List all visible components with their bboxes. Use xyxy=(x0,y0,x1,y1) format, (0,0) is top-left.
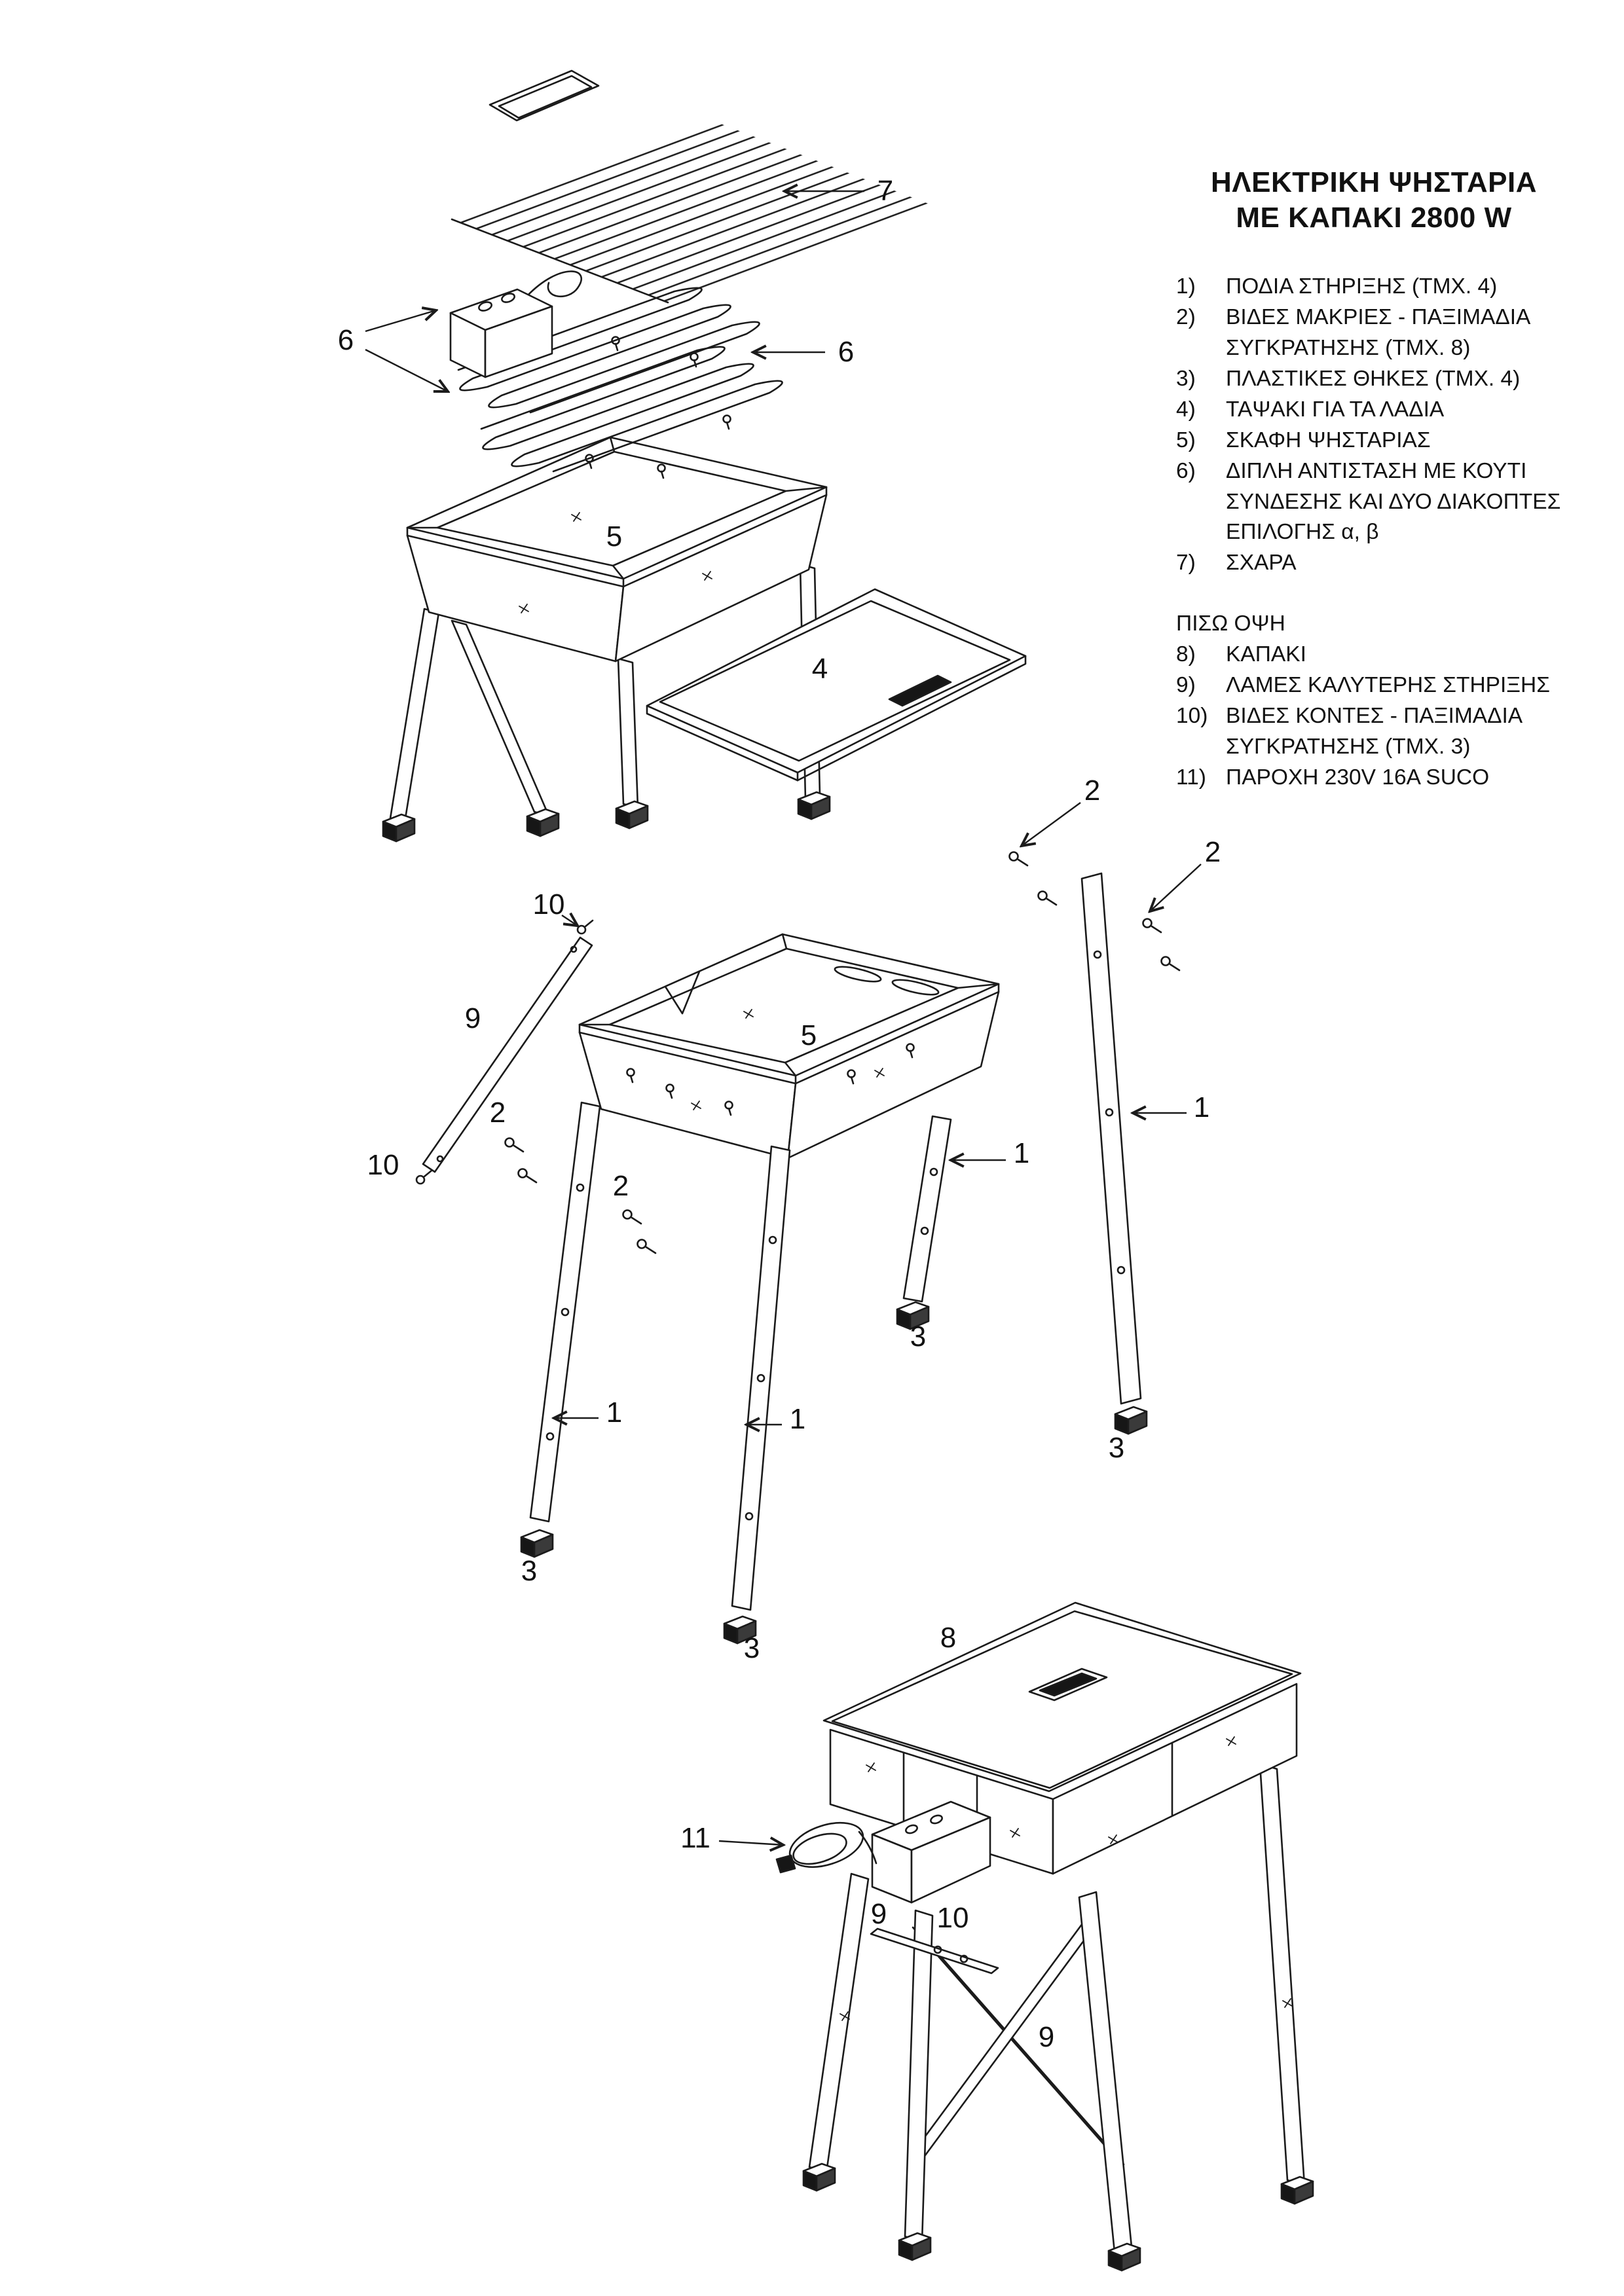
parts-list-item: 9) ΛΑΜΕΣ ΚΑΛΥΤΕΡΗΣ ΣΤΗΡΙΞΗΣ xyxy=(1176,670,1572,701)
part-name: ΒΙΔΕΣ ΚΟΝΤΕΣ - ΠΑΞΙΜΑΔΙΑ ΣΥΓΚΡΑΤΗΣΗΣ (ΤΜ… xyxy=(1226,703,1522,759)
parts-list-item: 1) ΠΟΔΙΑ ΣΤΗΡΙΞΗΣ (ΤΜΧ. 4) xyxy=(1176,272,1572,302)
part-number: 5) xyxy=(1176,428,1196,452)
selector-knob-a xyxy=(478,301,492,312)
parts-list-item: 3) ΠΛΑΣΤΙΚΕΣ ΘΗΚΕΣ (ΤΜΧ. 4) xyxy=(1176,364,1572,395)
part-number: 6) xyxy=(1176,458,1196,483)
page-title: ΗΛΕΚΤΡΙΚΗ ΨΗΣΤΑΡΙΑ ΜΕ ΚΑΠΑΚΙ 2800 W xyxy=(1176,165,1572,235)
part-name: ΔΙΠΛΗ ΑΝΤΙΣΤΑΣΗ ΜΕ ΚΟΥΤΙ ΣΥΝΔΕΣΗΣ ΚΑΙ ΔΥ… xyxy=(1226,458,1561,545)
page-title-line1: ΗΛΕΚΤΡΙΚΗ ΨΗΣΤΑΡΙΑ xyxy=(1211,166,1537,198)
parts-list-back: 8) ΚΑΠΑΚΙ 9) ΛΑΜΕΣ ΚΑΛΥΤΕΡΗΣ ΣΤΗΡΙΞΗΣ 10… xyxy=(1176,640,1572,793)
part-name: ΛΑΜΕΣ ΚΑΛΥΤΕΡΗΣ ΣΤΗΡΙΞΗΣ xyxy=(1226,673,1550,698)
part-name: ΒΙΔΕΣ ΜΑΚΡΙΕΣ - ΠΑΞΙΜΑΔΙΑ ΣΥΓΚΡΑΤΗΣΗΣ (Τ… xyxy=(1226,305,1530,361)
support-strip-back xyxy=(870,1927,999,1975)
diagram-back-view xyxy=(775,1601,1314,2272)
part-name: ΠΑΡΟΧΗ 230V 16A SUCO xyxy=(1226,765,1490,790)
part-name: ΠΛΑΣΤΙΚΕΣ ΘΗΚΕΣ (ΤΜΧ. 4) xyxy=(1226,367,1521,392)
grill-body-back xyxy=(829,1683,1298,1875)
selector-knob-a xyxy=(905,1824,918,1834)
parts-list-item: 4) ΤΑΨΑΚΙ ΓΙΑ ΤΑ ΛΑΔΙΑ xyxy=(1176,395,1572,426)
diagram-middle-exploded xyxy=(415,851,1181,1645)
parts-list-front: 1) ΠΟΔΙΑ ΣΤΗΡΙΞΗΣ (ΤΜΧ. 4) 2) ΒΙΔΕΣ ΜΑΚΡ… xyxy=(1176,272,1572,579)
basin-notch xyxy=(664,970,701,1015)
parts-list-item: 11) ΠΑΡΟΧΗ 230V 16A SUCO xyxy=(1176,763,1572,793)
lid xyxy=(822,1601,1302,1793)
support-leg xyxy=(902,1115,952,1303)
part-name: ΤΑΨΑΚΙ ΓΙΑ ΤΑ ΛΑΔΙΑ xyxy=(1226,397,1445,422)
basin-slot xyxy=(891,979,940,996)
lid-handle xyxy=(1028,1667,1108,1702)
power-plug xyxy=(775,1854,796,1874)
junction-box xyxy=(449,288,553,378)
selector-knob-b xyxy=(930,1814,943,1825)
part-name: ΠΟΔΙΑ ΣΤΗΡΙΞΗΣ (ΤΜΧ. 4) xyxy=(1226,274,1498,299)
basin-slot xyxy=(834,966,882,983)
part-number: 10) xyxy=(1176,703,1208,728)
parts-list-item: 8) ΚΑΠΑΚΙ xyxy=(1176,640,1572,670)
callout-arrow-6 xyxy=(365,348,448,392)
oil-tray xyxy=(646,588,1027,782)
part-number: 8) xyxy=(1176,642,1196,667)
part-number: 2) xyxy=(1176,305,1196,330)
heating-element xyxy=(457,270,783,479)
grate-handle-plate xyxy=(489,69,600,122)
callout-arrow-10 xyxy=(561,915,578,926)
support-leg xyxy=(1080,872,1142,1405)
part-name: ΣΧΑΡΑ xyxy=(1226,551,1297,575)
parts-list-item: 2) ΒΙΔΕΣ ΜΑΚΡΙΕΣ - ΠΑΞΙΜΑΔΙΑ ΣΥΓΚΡΑΤΗΣΗΣ… xyxy=(1176,302,1572,364)
callout-arrow-6 xyxy=(365,310,436,333)
power-cable xyxy=(775,1822,877,1874)
support-leg xyxy=(529,1101,601,1523)
support-leg xyxy=(731,1145,791,1611)
support-strip xyxy=(422,936,593,1173)
callout-arrow-2 xyxy=(1150,864,1202,911)
parts-legend: ΗΛΕΚΤΡΙΚΗ ΨΗΣΤΑΡΙΑ ΜΕ ΚΑΠΑΚΙ 2800 W 1) Π… xyxy=(1176,165,1572,793)
back-view-heading: ΠΙΣΩ ΟΨΗ xyxy=(1176,611,1285,636)
page-title-line2: ΜΕ ΚΑΠΑΚΙ 2800 W xyxy=(1236,201,1512,234)
part-name: ΚΑΠΑΚΙ xyxy=(1226,642,1306,667)
callout-arrow-11 xyxy=(718,1841,783,1845)
part-number: 11) xyxy=(1176,765,1206,790)
part-name: ΣΚΑΦΗ ΨΗΣΤΑΡΙΑΣ xyxy=(1226,428,1431,452)
grill-grate xyxy=(451,121,930,304)
parts-list-item: 5) ΣΚΑΦΗ ΨΗΣΤΑΡΙΑΣ xyxy=(1176,426,1572,456)
part-number: 3) xyxy=(1176,367,1196,392)
parts-list-item: 10) ΒΙΔΕΣ ΚΟΝΤΕΣ - ΠΑΞΙΜΑΔΙΑ ΣΥΓΚΡΑΤΗΣΗΣ… xyxy=(1176,701,1572,763)
callout-arrow-2 xyxy=(1022,802,1081,846)
part-number: 1) xyxy=(1176,274,1196,299)
junction-box-back xyxy=(871,1800,991,1904)
selector-knob-b xyxy=(501,293,515,303)
part-number: 4) xyxy=(1176,397,1196,422)
part-number: 7) xyxy=(1176,551,1196,575)
part-number: 9) xyxy=(1176,673,1196,698)
parts-list-item: 7) ΣΧΑΡΑ xyxy=(1176,548,1572,579)
diagram-top-exploded xyxy=(382,69,1027,843)
parts-list-item: 6) ΔΙΠΛΗ ΑΝΤΙΣΤΑΣΗ ΜΕ ΚΟΥΤΙ ΣΥΝΔΕΣΗΣ ΚΑΙ… xyxy=(1176,456,1572,549)
support-legs xyxy=(389,563,821,824)
